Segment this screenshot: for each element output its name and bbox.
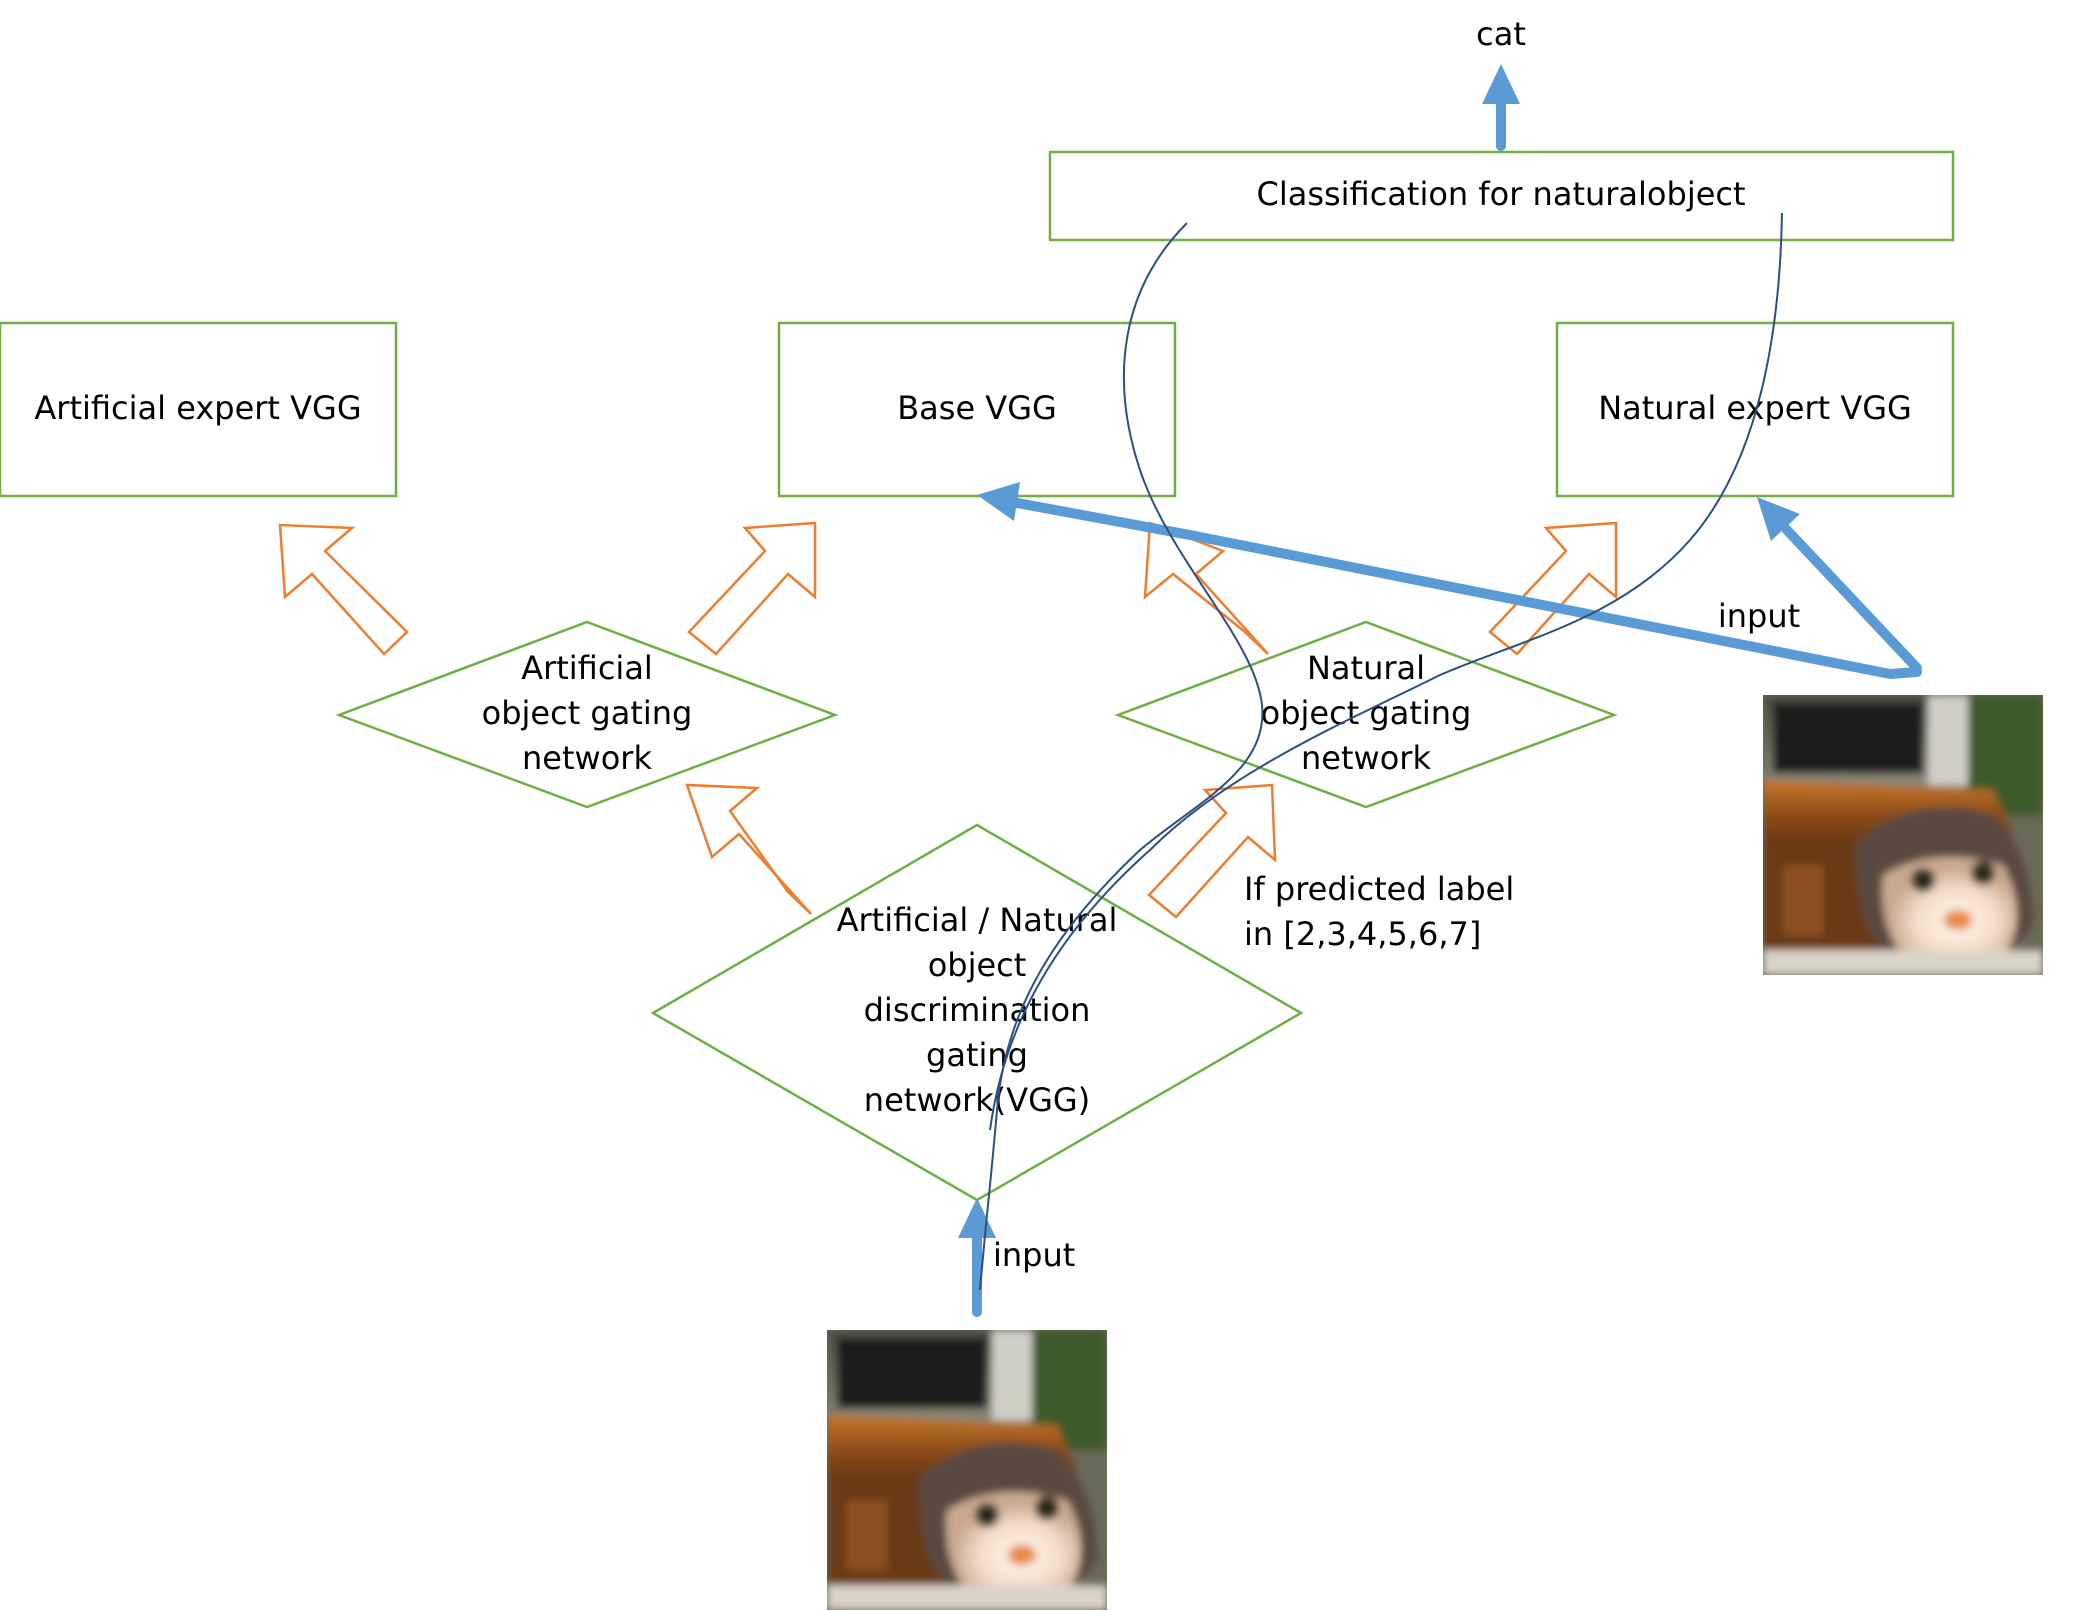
artificial-expert-vgg-label: Artificial expert VGG [34, 389, 361, 427]
artificial-gate-line-1: Artificial [521, 649, 653, 687]
natural-gating-diamond: Natural object gating network [1114, 620, 1618, 809]
natural-expert-vgg-box: Natural expert VGG [1555, 321, 1955, 498]
bottom-cat-image [827, 1330, 1107, 1610]
hollow-arrow [687, 521, 817, 656]
bottom-input-label: input [993, 1236, 1075, 1274]
hollow-arrow [1147, 783, 1277, 919]
hollow-arrow [685, 783, 812, 915]
discrimination-gate-line-1: Artificial / Natural [837, 901, 1118, 939]
natural-gate-line-3: network [1301, 739, 1431, 777]
trace-curve-left [979, 222, 1264, 1291]
right-cat-image [1763, 695, 2043, 975]
bottom-input-arrow [958, 1198, 996, 1317]
hollow-arrows [278, 521, 1618, 919]
right-input-label: input [1718, 597, 1800, 635]
trace-curve-right [989, 212, 1783, 1131]
trace-curves [979, 212, 1783, 1291]
output-label: cat [1476, 15, 1526, 53]
right-input-to-base-vgg-arrow [977, 482, 1922, 679]
right-input-to-natural-expert-arrow [1757, 497, 1922, 673]
artificial-expert-vgg-box: Artificial expert VGG [0, 321, 398, 498]
base-vgg-label: Base VGG [897, 389, 1057, 427]
base-vgg-box: Base VGG [777, 321, 1177, 498]
hollow-arrow [1488, 521, 1618, 656]
natural-gate-line-2: object gating [1261, 694, 1472, 732]
natural-expert-vgg-label: Natural expert VGG [1598, 389, 1912, 427]
discrimination-gate-line-2: object [928, 946, 1027, 984]
discrimination-gate-line-5: network(VGG) [864, 1081, 1090, 1119]
output-arrow [1482, 64, 1520, 151]
classification-box: Classification for naturalobject [1048, 150, 1955, 242]
condition-label-line-1: If predicted label [1244, 870, 1514, 908]
artificial-gating-diamond: Artificial object gating network [335, 620, 839, 809]
artificial-gate-line-3: network [522, 739, 652, 777]
discrimination-gate-line-3: discrimination [864, 991, 1091, 1029]
hollow-arrow [278, 523, 409, 656]
natural-gate-line-1: Natural [1307, 649, 1425, 687]
artificial-gate-line-2: object gating [482, 694, 693, 732]
classification-label: Classification for naturalobject [1256, 175, 1745, 213]
discrimination-gating-diamond: Artificial / Natural object discriminati… [650, 823, 1304, 1202]
condition-label-line-2: in [2,3,4,5,6,7] [1244, 915, 1481, 953]
